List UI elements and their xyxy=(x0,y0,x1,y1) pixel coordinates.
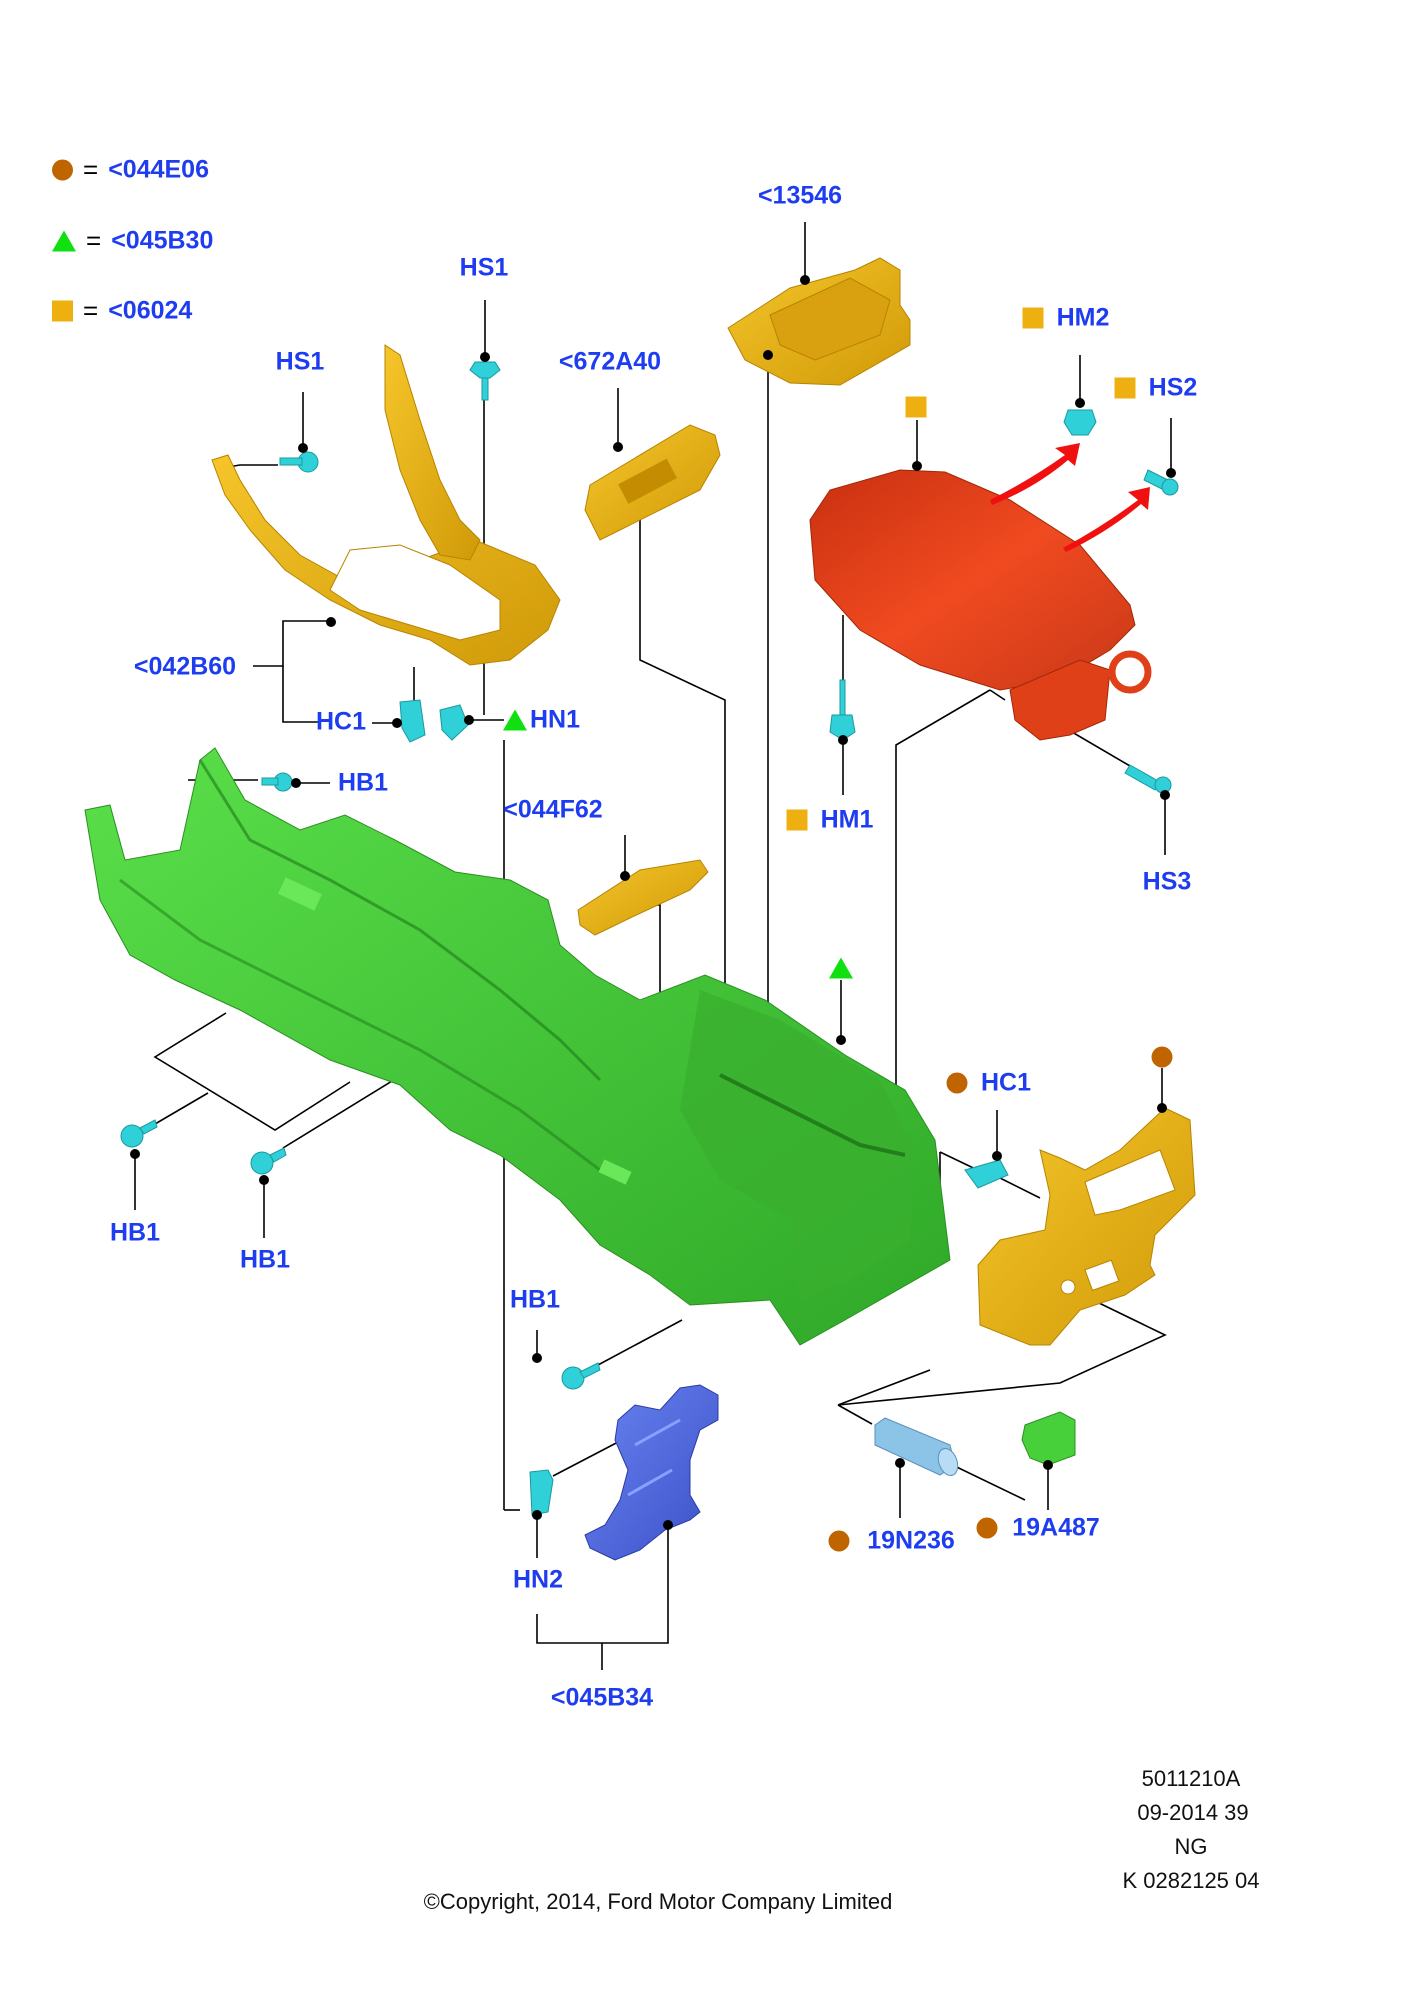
diagram-region-code: NG xyxy=(1174,1834,1208,1859)
callout-hm2[interactable]: HM2 xyxy=(1056,303,1110,332)
callout-19n236[interactable]: 19N236 xyxy=(867,1526,955,1555)
green-triangle-icon xyxy=(503,709,527,731)
brown-circle-icon xyxy=(1151,1046,1173,1068)
yellow-square-icon xyxy=(52,300,73,322)
storage-tray xyxy=(727,257,911,386)
callout-hc1-left[interactable]: HC1 xyxy=(315,707,367,736)
diagram-date-code: 09-2014 39 xyxy=(1137,1800,1249,1825)
brown-circle-icon xyxy=(52,159,73,181)
fasteners xyxy=(120,361,1179,1516)
socket-19a487 xyxy=(1021,1411,1076,1466)
equals-sign: = xyxy=(83,154,99,185)
callout-hs1-left[interactable]: HS1 xyxy=(275,347,325,376)
callout-hn1[interactable]: HN1 xyxy=(529,705,581,734)
support-bracket xyxy=(577,859,709,936)
legend-code: <044E06 xyxy=(108,155,209,184)
callout-19a487[interactable]: 19A487 xyxy=(1012,1513,1100,1542)
switch-bezel xyxy=(584,424,721,541)
callout-hm1[interactable]: HM1 xyxy=(820,805,874,834)
brown-circle-icon xyxy=(828,1530,850,1552)
callout-hb1-left[interactable]: HB1 xyxy=(109,1218,161,1247)
leader-lines xyxy=(134,222,1172,1670)
callout-672a40[interactable]: <672A40 xyxy=(558,347,662,376)
callout-hb1-upper[interactable]: HB1 xyxy=(337,768,389,797)
callout-044f62[interactable]: <044F62 xyxy=(503,795,603,824)
brown-circle-icon xyxy=(976,1517,998,1539)
armrest-lid xyxy=(809,469,1152,741)
legend-item-green-triangle: = <045B30 xyxy=(52,226,213,257)
callout-hs2[interactable]: HS2 xyxy=(1148,373,1198,402)
legend-item-yellow-square: = <06024 xyxy=(52,296,192,327)
callout-042b60[interactable]: <042B60 xyxy=(133,652,237,681)
legend-code: <045B30 xyxy=(111,226,214,255)
callout-hc1-right[interactable]: HC1 xyxy=(980,1068,1032,1097)
sleeve-19n236 xyxy=(874,1417,959,1477)
direction-arrows xyxy=(990,443,1150,552)
equals-sign: = xyxy=(86,225,102,256)
gear-shift-surround xyxy=(211,344,561,666)
yellow-square-icon xyxy=(1114,377,1136,399)
callout-hs1-top[interactable]: HS1 xyxy=(459,253,509,282)
callout-hb1-lower[interactable]: HB1 xyxy=(509,1285,561,1314)
diagram-catalog-code: K 0282125 04 xyxy=(1122,1868,1260,1893)
green-triangle-icon xyxy=(829,957,853,979)
yellow-square-icon xyxy=(905,396,927,418)
green-triangle-icon xyxy=(52,230,76,252)
callout-hb1-mid[interactable]: HB1 xyxy=(239,1245,291,1274)
callout-hs3[interactable]: HS3 xyxy=(1142,867,1192,896)
yellow-square-icon xyxy=(1022,307,1044,329)
callout-13546[interactable]: <13546 xyxy=(757,181,843,210)
yellow-square-icon xyxy=(786,809,808,831)
copyright-notice: ©Copyright, 2014, Ford Motor Company Lim… xyxy=(423,1889,893,1914)
brown-circle-icon xyxy=(946,1072,968,1094)
legend-item-brown-circle: = <044E06 xyxy=(52,155,209,186)
bracket-045b34 xyxy=(584,1384,719,1561)
legend-code: <06024 xyxy=(108,296,193,325)
leader-dots xyxy=(130,275,1176,1530)
diagram-reference-number: 5011210A xyxy=(1141,1766,1241,1791)
callout-045b34[interactable]: <045B34 xyxy=(550,1683,654,1712)
callout-hn2[interactable]: HN2 xyxy=(512,1565,564,1594)
rear-console-trim xyxy=(977,1107,1196,1346)
floor-console-body xyxy=(84,747,951,1346)
equals-sign: = xyxy=(83,295,99,326)
